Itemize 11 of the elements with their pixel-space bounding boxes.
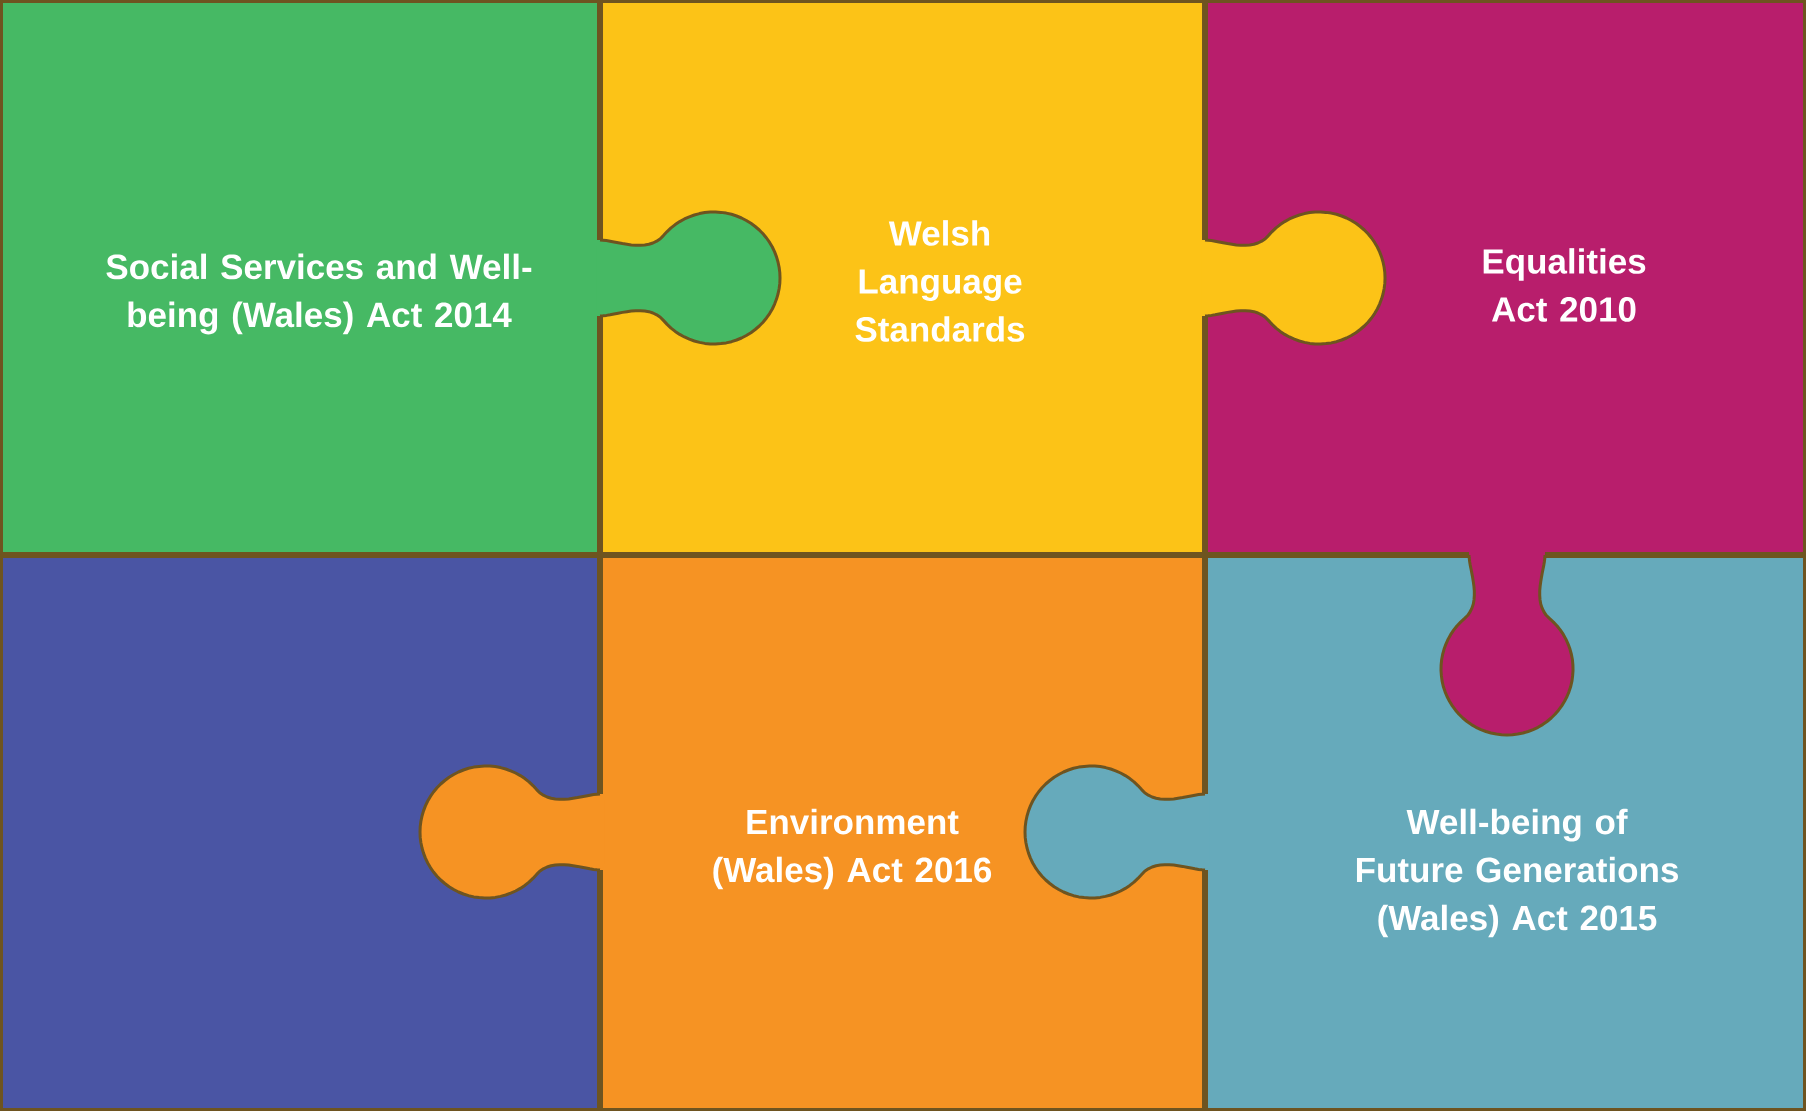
puzzle-piece <box>600 555 1205 1111</box>
piece-label: Equalities Act 2010 <box>1483 248 1646 322</box>
puzzle-piece <box>600 0 1205 555</box>
puzzle-piece <box>0 0 600 555</box>
piece-label: Welsh Language Standards <box>855 220 1025 342</box>
piece-label: Social Services and Well-being (Wales) Act 2014 <box>106 253 532 335</box>
puzzle-piece <box>0 555 600 1111</box>
piece-label: Well-being of Future Generations (Wales) Act 2015 <box>1356 808 1678 938</box>
piece-label: Environment (Wales) Act 2016 <box>713 808 992 890</box>
puzzle-piece <box>1205 0 1806 555</box>
puzzle-piece <box>1205 555 1806 1111</box>
